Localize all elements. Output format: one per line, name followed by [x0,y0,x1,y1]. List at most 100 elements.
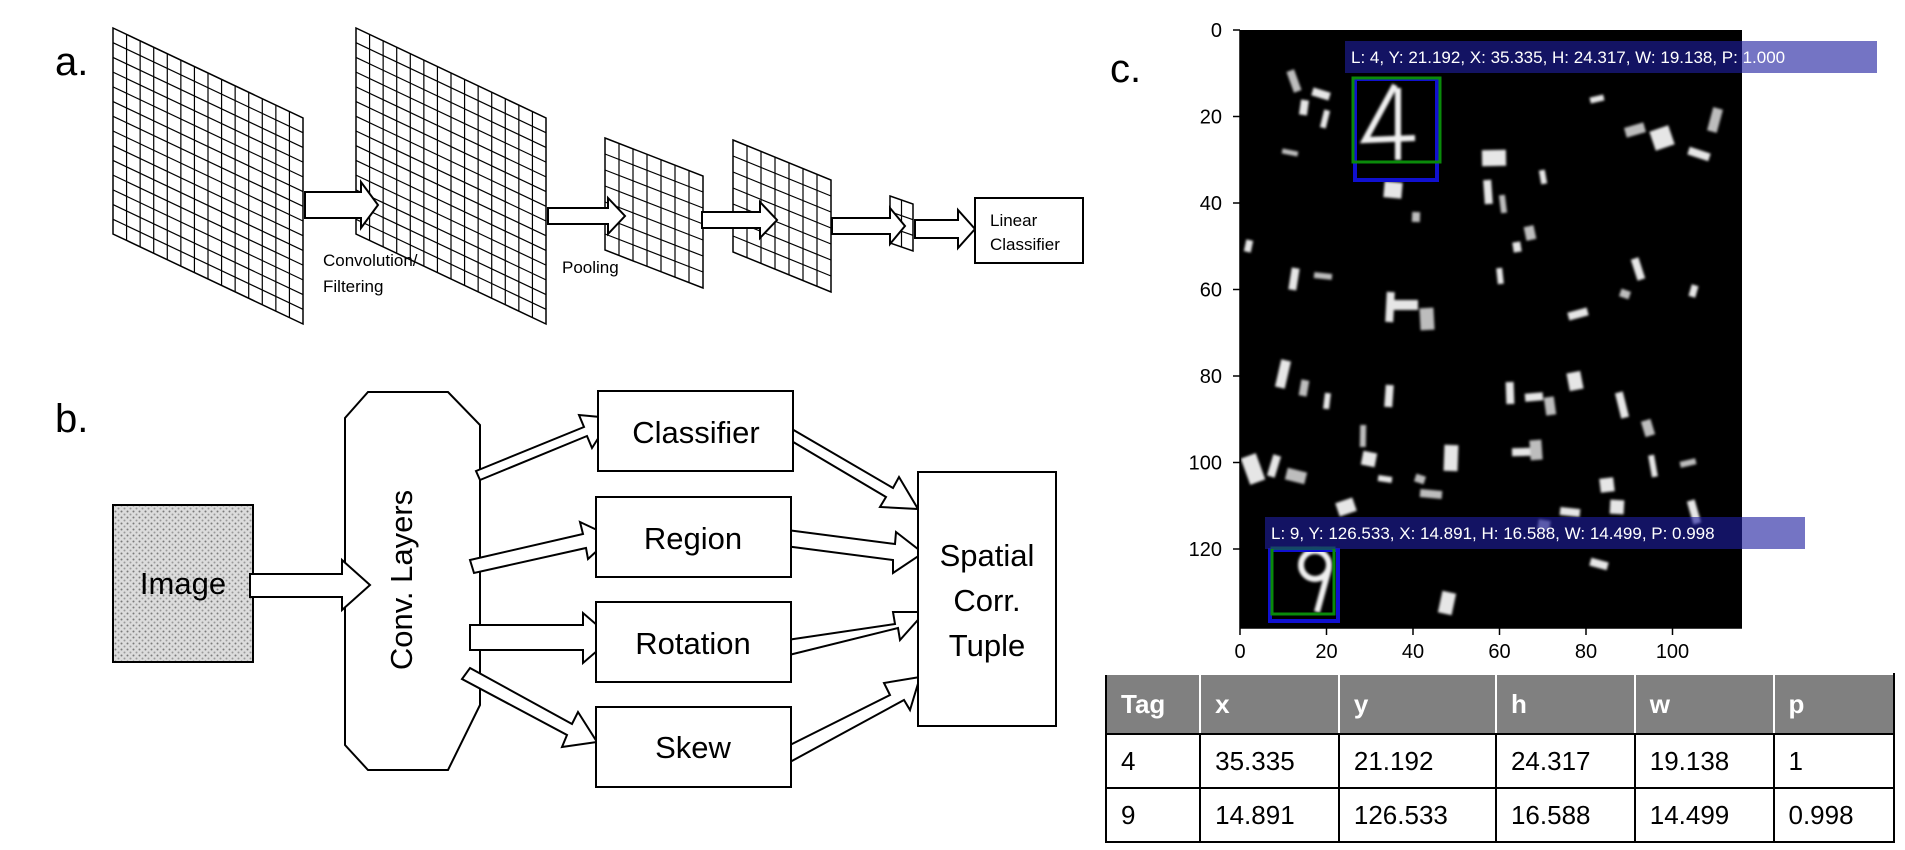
table-row: 4 35.335 21.192 24.317 19.138 1 [1104,733,1895,789]
conv-layers-shape [344,391,481,771]
arrow-conv-to-classifier [474,413,613,482]
digit-fragment [1419,307,1435,331]
conv-grid-row-line [355,189,547,281]
pool-grid-row-line [604,201,704,241]
digit-fragment [1481,149,1507,167]
image-label: Image [140,566,226,601]
table-cell: 9 [1104,787,1202,843]
x-tick-label: 0 [1234,641,1245,663]
input-grid-row-line [112,174,304,266]
arrow-classifier-to-output [776,423,920,511]
table-cell: 14.891 [1199,787,1340,843]
digit-fragment [1566,370,1584,392]
y-tick-label: 20 [1200,107,1222,129]
digit-fragment [1437,590,1457,616]
results-table-container: Tag x y h w p 4 35.335 21.192 24.317 19.… [1104,673,1895,843]
label-pooling: Pooling [562,258,619,277]
arrow-classifier [914,207,977,251]
digit-fragment [1543,396,1557,416]
digit-fragment [1266,454,1282,478]
digit-fragment [1298,99,1310,116]
digit-fragment [1567,307,1589,321]
arrow-fc [831,205,907,247]
flow-arrows-b [249,413,928,764]
spatial-tuple-line-1: Spatial [940,538,1035,573]
spatial-tuple-box [917,471,1057,727]
pool-grid-2-row-line [732,203,832,245]
arrow-pool [547,195,627,237]
header-tag: Tag [1104,673,1202,735]
digit-fragment [1648,454,1658,478]
digit-fragment [1559,506,1581,518]
digit-fragment [1384,384,1394,408]
conv-grid-row-line [355,71,547,163]
digit-fragment [1390,300,1418,310]
digit-fragment [1614,391,1630,419]
digit-fragment [1609,499,1625,515]
y-tick-label: 60 [1200,280,1222,302]
panel-c-letter: c. [1110,47,1141,91]
detection-box-9 [1268,548,1340,623]
digit-fragment [1618,288,1632,300]
table-cell: 16.588 [1494,787,1636,843]
digit-fragment [1589,557,1609,571]
header-h: h [1494,673,1636,735]
header-p: p [1772,673,1895,735]
digit-fragment [1496,267,1504,285]
digit-fragment [1243,239,1254,253]
table-row: 9 14.891 126.533 16.588 14.499 0.998 [1104,787,1895,843]
arrow-skew-to-output [778,675,922,764]
digit-fragment [1377,475,1393,483]
digit-fragment [1649,125,1675,151]
digit-fragment [1687,146,1711,162]
digit-fragment [1240,453,1266,485]
pool-grid-2-row-line [732,187,832,229]
conv-grid-row-line [355,145,547,237]
spatial-tuple-line-2: Corr. [953,583,1020,618]
x-tick-label: 100 [1656,641,1689,663]
digit-fragment [1359,424,1367,448]
digit-fragment [1529,439,1543,461]
region-head-box [595,496,792,578]
input-grid-row-line [112,218,304,310]
pool-grid-row-line [604,169,704,209]
panel-c: c. L: 4, Y: 21.192, X: 35.335, H: 24.317… [1110,20,1877,663]
input-grid [112,26,304,326]
classifier-head-label: Classifier [632,415,759,450]
digit-fragment [1274,359,1292,389]
table-cell: 0.998 [1772,787,1895,843]
arrow-rotation-to-output [785,611,928,657]
input-grid-row-line [112,204,304,296]
digit-fragment [1414,473,1426,485]
conv-grid-row-line [355,218,547,310]
panel-a: a. Convolution/ Filtering Pooling Linear… [55,26,1084,326]
conv-feature-grid [355,26,547,326]
table-cell: 1 [1772,733,1895,789]
panel-b-letter: b. [55,397,88,441]
input-grid-row-line [112,101,304,193]
conv-grid-row-line [355,130,547,222]
digit-fragment [1589,94,1605,104]
digit-fragment [1313,272,1333,280]
y-tick-label: 100 [1189,453,1222,475]
conv-grid-row-line [355,174,547,266]
conv-grid-row-line [355,204,547,296]
digit-fragment [1523,225,1537,241]
digit-fragment [1383,181,1403,199]
table-cell: 19.138 [1633,733,1775,789]
arrow-image-to-conv [249,557,372,613]
conv-grid-row-line [355,42,547,134]
y-tick-label: 0 [1211,20,1222,42]
digit-fragment [1512,241,1522,253]
input-grid-row-line [112,71,304,163]
arrow-conv [304,178,380,232]
digit-fragment [1640,418,1656,438]
digit-fragment [1599,477,1615,493]
input-grid-row-line [112,159,304,251]
digit-fragment [1284,467,1308,485]
arrow-conv-to-region [468,520,614,575]
linear-classifier-box [974,197,1084,264]
table-cell: 35.335 [1199,733,1340,789]
table-header-row: Tag x y h w p [1104,673,1895,735]
